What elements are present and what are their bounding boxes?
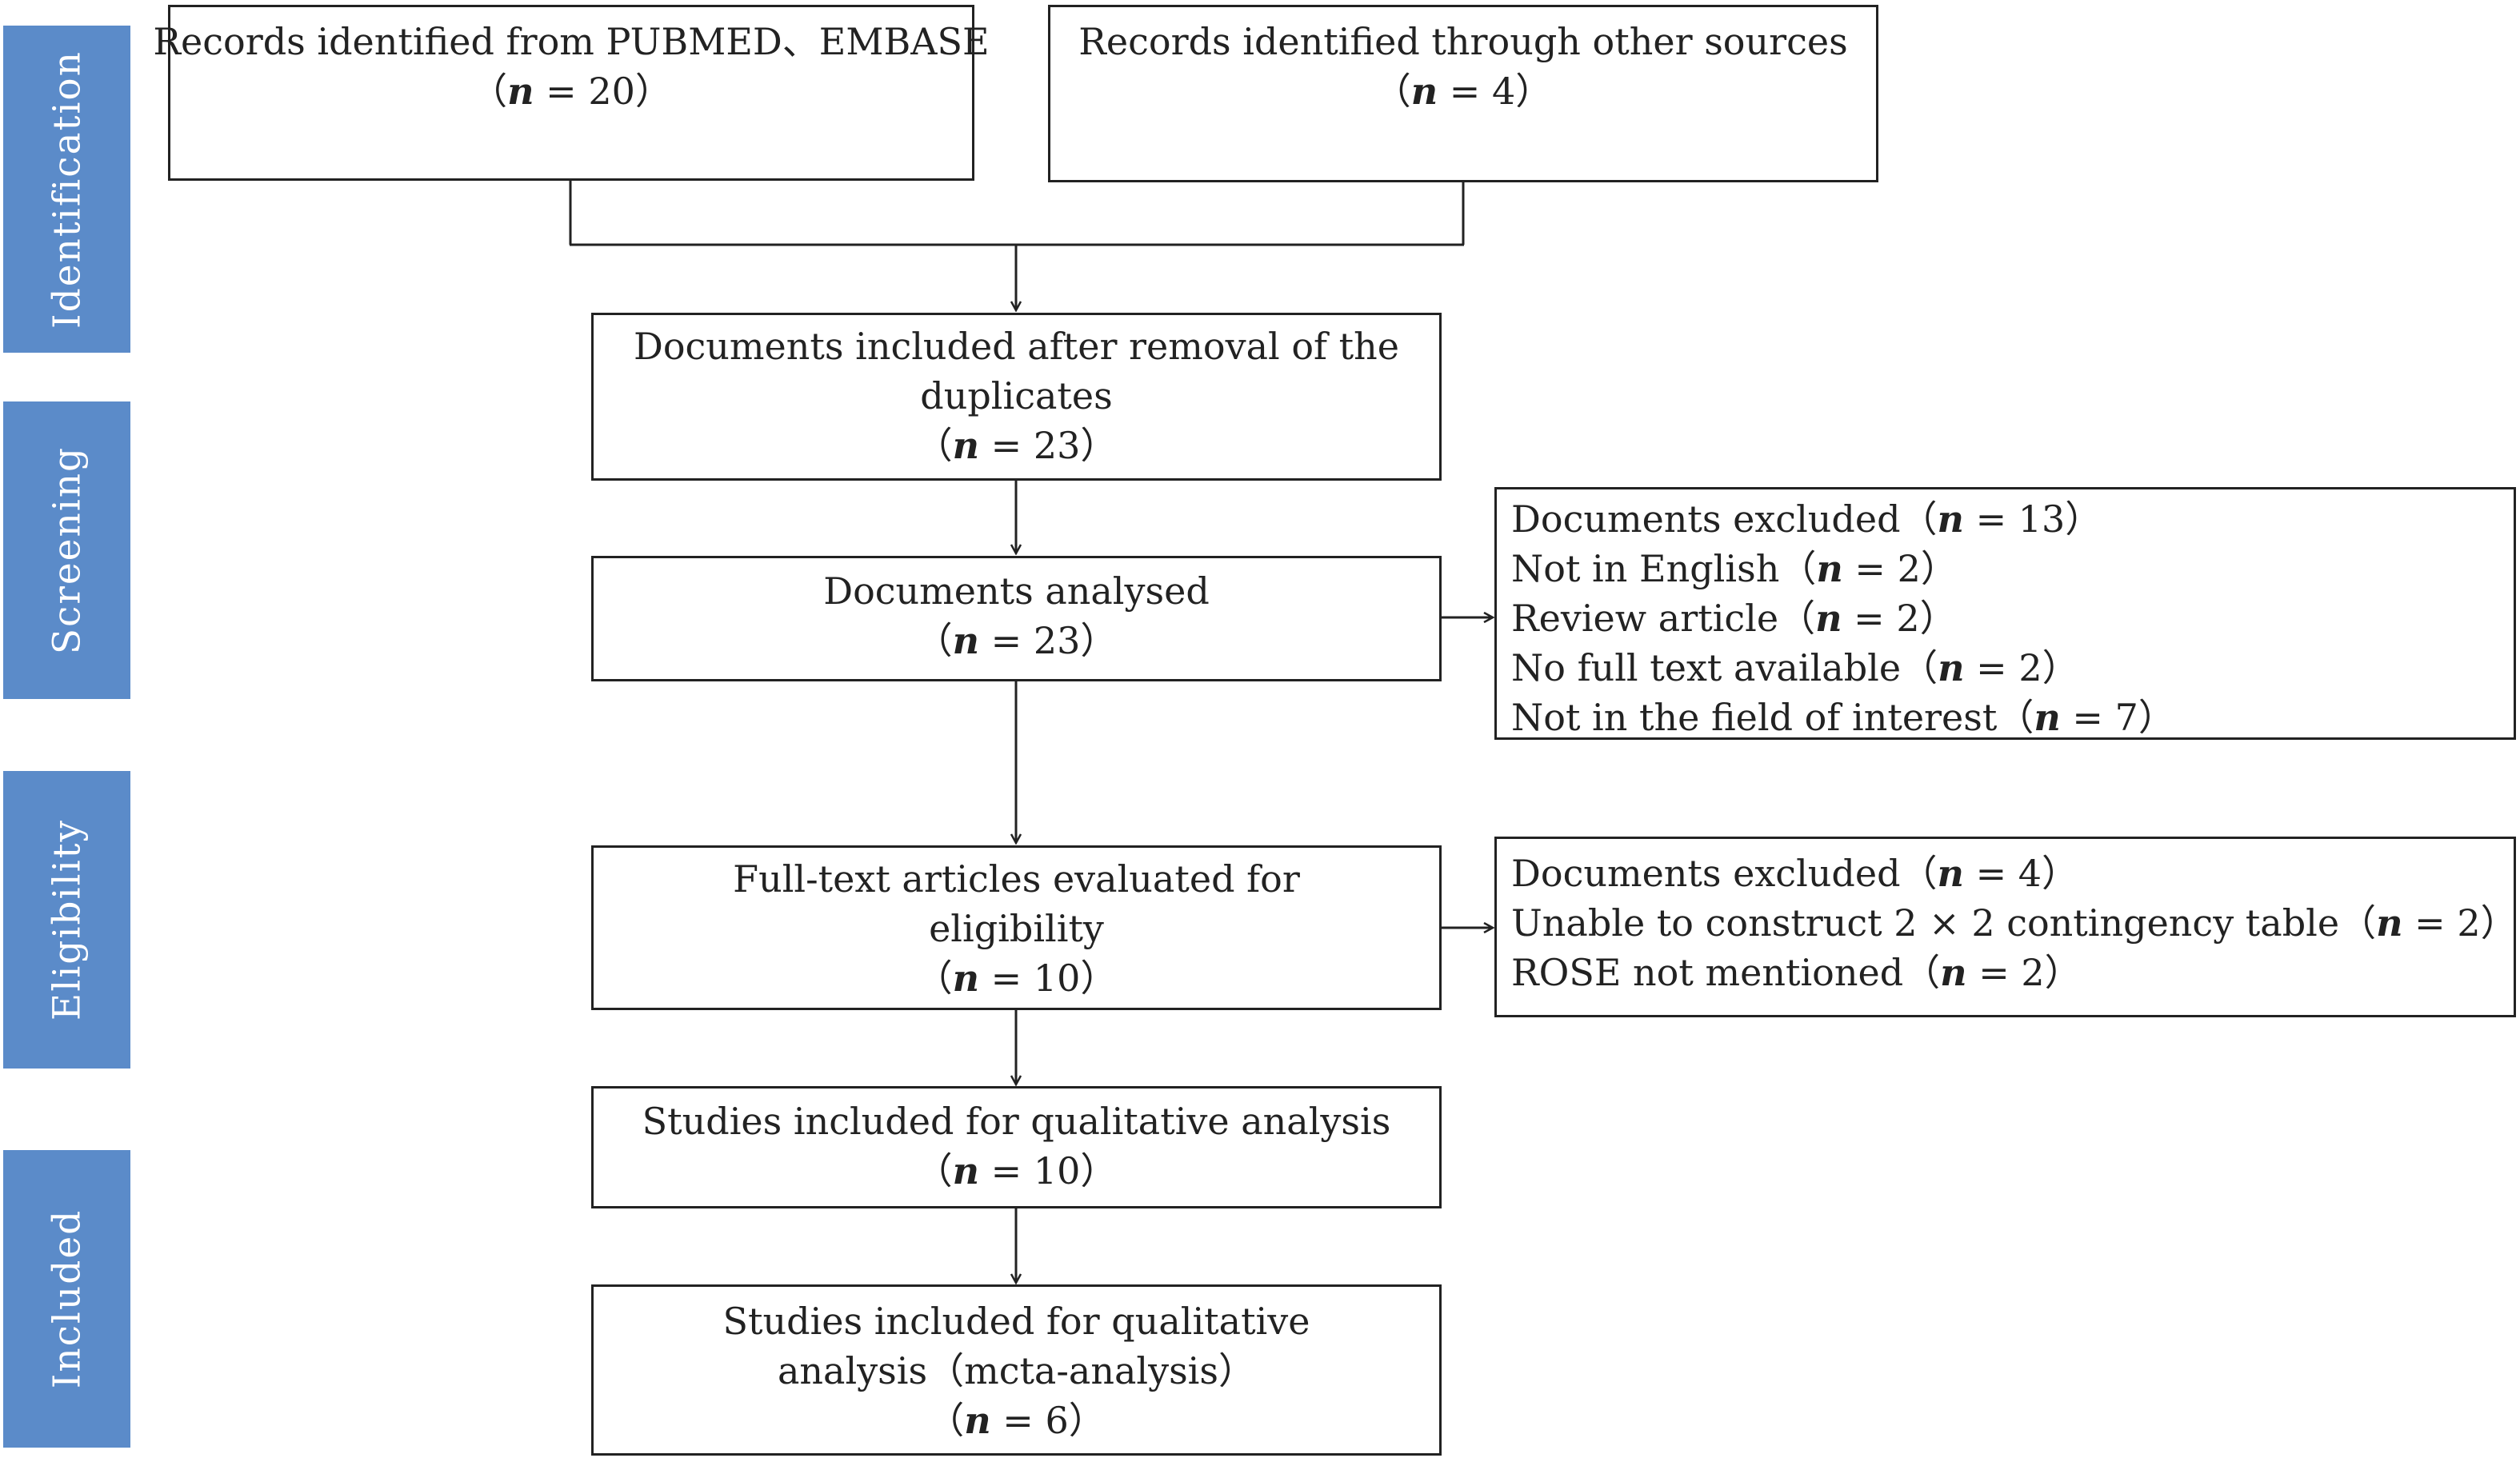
box-meta-line1: Studies included for qualitative <box>722 1300 1310 1343</box>
excluded-screening-item: Not in English（n = 2） <box>1511 547 1958 590</box>
excluded-screening-item: Documents excluded（n = 13） <box>1511 497 2102 541</box>
box-duplicates-line1: Documents included after removal of the <box>633 325 1400 368</box>
excluded-eligibility-item: Unable to construct 2 × 2 contingency ta… <box>1511 901 2518 945</box>
excluded-screening-item: No full text available（n = 2） <box>1511 646 2079 689</box>
excluded-screening-item: Review article（n = 2） <box>1511 597 1957 640</box>
box-full-text-line1: Full-text articles evaluated for <box>733 857 1300 901</box>
stage-bar-included: Included <box>3 1150 130 1448</box>
box-meta-count: （n = 6） <box>927 1399 1106 1442</box>
box-excluded-eligibility: Documents excluded（n = 4） Unable to cons… <box>1494 837 2518 1017</box>
stage-bar-identification: Identification <box>3 26 130 353</box>
box-meta-analysis: Studies included for qualitative analysi… <box>591 1284 1442 1456</box>
box-other-count: （n = 4） <box>1374 70 1553 113</box>
box-qualitative-analysis: Studies included for qualitative analysi… <box>591 1086 1442 1208</box>
box-records-pubmed-embase: Records identified from PUBMED、EMBASE （n… <box>153 5 990 181</box>
box-meta-line2: analysis（mcta-analysis） <box>777 1349 1256 1392</box>
stage-bar-eligibility: Eligibility <box>3 771 130 1069</box>
box-after-duplicates: Documents included after removal of the … <box>591 313 1442 481</box>
box-records-other-sources: Records identified through other sources… <box>1048 5 1878 182</box>
box-excluded-screening: Documents excluded（n = 13） Not in Englis… <box>1494 487 2516 740</box>
box-full-text-count: （n = 10） <box>915 957 1118 1000</box>
box-documents-analysed: Documents analysed （n = 23） <box>591 556 1442 681</box>
box-full-text-line2: eligibility <box>929 907 1104 950</box>
box-full-text-articles: Full-text articles evaluated for eligibi… <box>591 845 1442 1010</box>
box-analysed-count: （n = 23） <box>915 619 1118 662</box>
box-pubmed-title: Records identified from PUBMED、EMBASE <box>153 20 990 63</box>
excluded-screening-item: Not in the field of interest（n = 7） <box>1511 696 2175 739</box>
box-other-title: Records identified through other sources <box>1078 20 1848 63</box>
box-duplicates-line2: duplicates <box>920 374 1113 417</box>
excluded-eligibility-item: ROSE not mentioned（n = 2） <box>1511 951 2082 994</box>
excluded-eligibility-item: Documents excluded（n = 4） <box>1511 852 2079 895</box>
box-analysed-title: Documents analysed <box>823 569 1210 613</box>
box-duplicates-count: （n = 23） <box>915 424 1118 467</box>
box-qualitative-count: （n = 10） <box>915 1149 1118 1192</box>
stage-bar-screening: Screening <box>3 401 130 699</box>
box-qualitative-title: Studies included for qualitative analysi… <box>642 1100 1391 1143</box>
box-pubmed-count: （n = 20） <box>470 70 672 113</box>
